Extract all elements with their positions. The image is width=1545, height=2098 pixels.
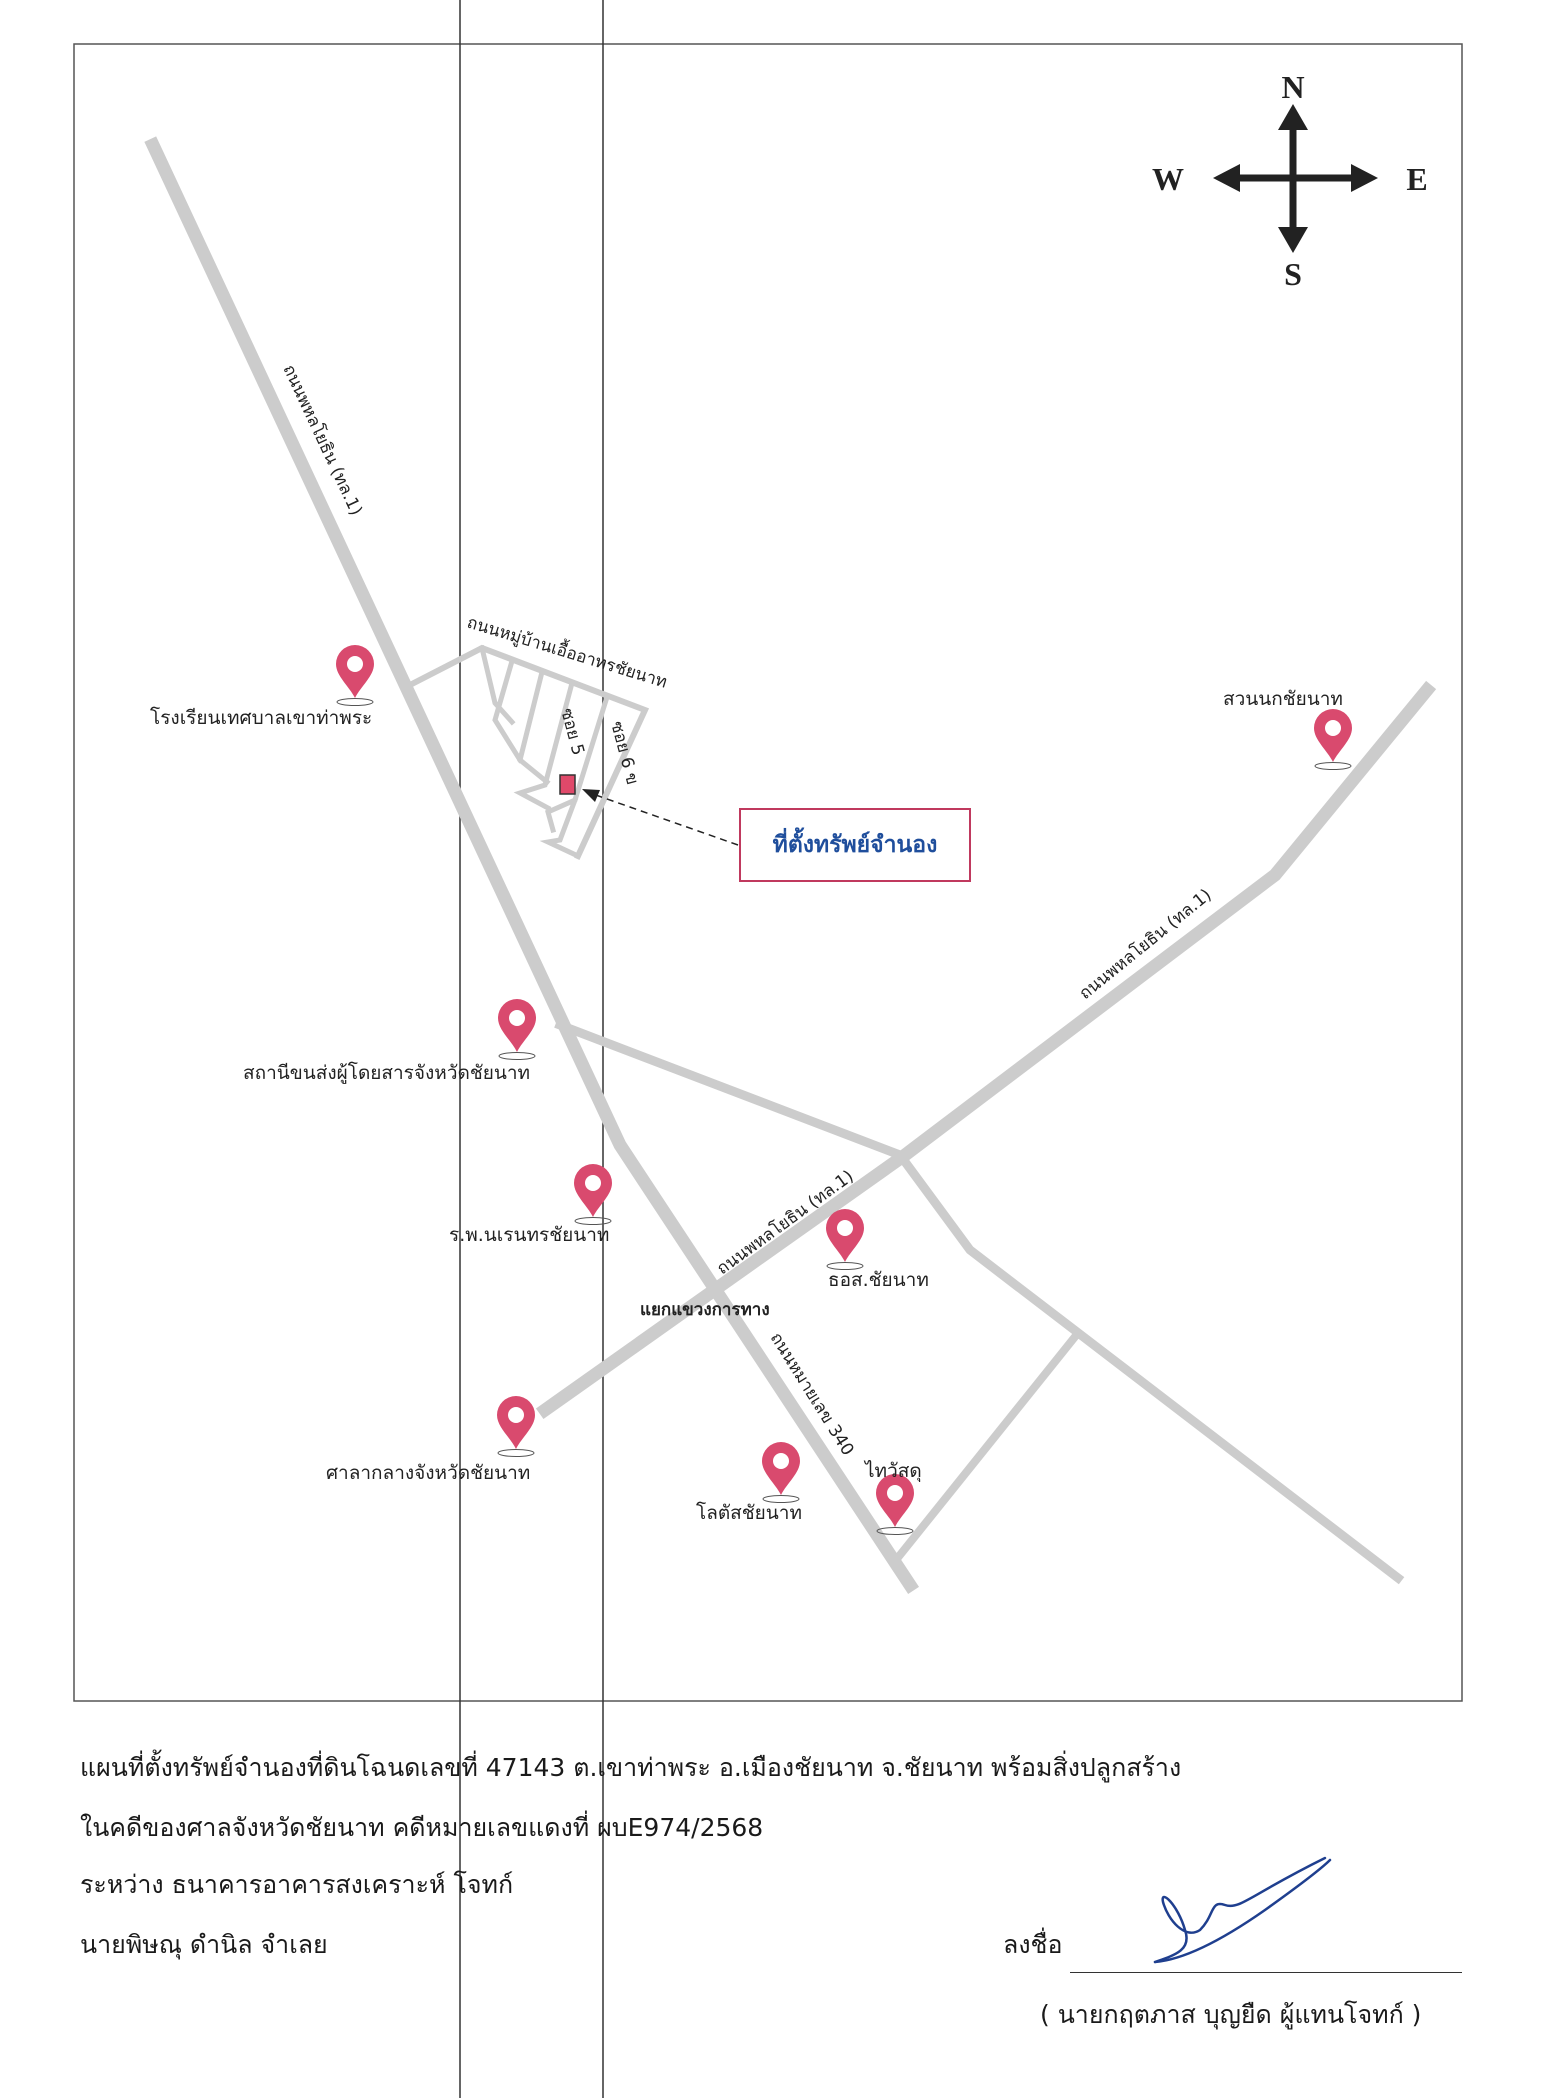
compass: N S W E <box>1152 69 1428 292</box>
signature-scribble <box>1153 1856 1332 1964</box>
pin-icon-bus-station <box>497 998 537 1060</box>
pin-icon-thaiwatsadu <box>875 1473 915 1535</box>
property-arrow <box>589 792 739 846</box>
road-village-5 <box>545 693 611 834</box>
footer-line-1: แผนที่ตั้งทรัพย์จำนองที่ดินโฉนดเลขที่ 47… <box>80 1753 1182 1782</box>
arrow-head <box>582 789 600 802</box>
footer-line-4: นายพิษณุ ดำนิล จำเลย <box>80 1930 328 1959</box>
pin-icon-lotus <box>761 1441 801 1503</box>
pin-icon-baac <box>825 1208 865 1270</box>
footer-line-2: ในคดีของศาลจังหวัดชัยนาท คดีหมายเลขแดงที… <box>80 1813 764 1842</box>
pin-icon-hospital <box>573 1163 613 1225</box>
footer-line-3: ระหว่าง ธนาคารอาคารสงเคราะห์ โจทก์ <box>80 1870 514 1899</box>
property-marker <box>559 774 576 795</box>
property-callout-label: ที่ตั้งทรัพย์จำนอง <box>772 832 938 858</box>
map-frame <box>73 43 1463 1702</box>
road-phahon-main <box>144 136 920 1595</box>
east-arrow-icon <box>1351 164 1378 192</box>
label-baac: ธอส.ชัยนาท <box>828 1269 929 1291</box>
road-village-4 <box>513 679 576 812</box>
pin-icon-school <box>335 644 375 706</box>
property-callout: ที่ตั้งทรัพย์จำนอง <box>739 808 971 882</box>
label-junction: แยกแขวงการทาง <box>640 1300 770 1320</box>
pin-icon-city-hall <box>496 1395 536 1457</box>
sign-label: ลงชื่อ <box>1003 1930 1063 1959</box>
road-village-6 <box>539 796 582 860</box>
pin-icon-bird-park <box>1313 708 1353 770</box>
label-bus-station: สถานีขนส่งผู้โดยสารจังหวัดชัยนาท <box>243 1061 530 1084</box>
compass-w: W <box>1152 161 1184 197</box>
road-village-1 <box>478 644 516 726</box>
label-phahon-east: ถนนพหลโยธิน (ทล.1) <box>1075 884 1216 1004</box>
compass-n: N <box>1281 69 1304 105</box>
road-connector <box>894 1327 1084 1561</box>
road-east-branch <box>554 1019 1405 1585</box>
label-bird-park: สวนนกชัยนาท <box>1223 688 1343 710</box>
south-arrow-icon <box>1278 227 1308 253</box>
roads <box>144 136 1437 1595</box>
west-arrow-icon <box>1213 164 1240 192</box>
label-lotus: โลตัสชัยนาท <box>696 1501 802 1524</box>
road-village-3 <box>517 668 551 786</box>
compass-s: S <box>1284 256 1302 292</box>
road-village-2 <box>492 657 524 764</box>
label-school: โรงเรียนเทศบาลเขาท่าพระ <box>150 706 372 729</box>
road-phahon-east <box>535 680 1437 1420</box>
label-city-hall: ศาลากลางจังหวัดชัยนาท <box>326 1462 530 1484</box>
north-arrow-icon <box>1278 104 1308 130</box>
landmark-pins <box>335 644 1353 1535</box>
road-village-loop <box>403 644 650 860</box>
road-labels: ถนนพหลโยธิน (ทล.1) ถนนพหลโยธิน (ทล.1) ถน… <box>278 361 1215 1459</box>
compass-e: E <box>1406 161 1427 197</box>
signature-line <box>1070 1972 1462 1973</box>
signer-name: ( นายกฤตภาส บุญยืด ผู้แทนโจทก์ ) <box>1040 2000 1422 2029</box>
landmark-labels: โรงเรียนเทศบาลเขาท่าพระ สวนนกชัยนาท สถาน… <box>150 688 1343 1524</box>
label-hospital: ร.พ.นเรนทรชัยนาท <box>449 1224 609 1246</box>
label-thaiwatsadu: ไทวัสดุ <box>863 1460 922 1483</box>
